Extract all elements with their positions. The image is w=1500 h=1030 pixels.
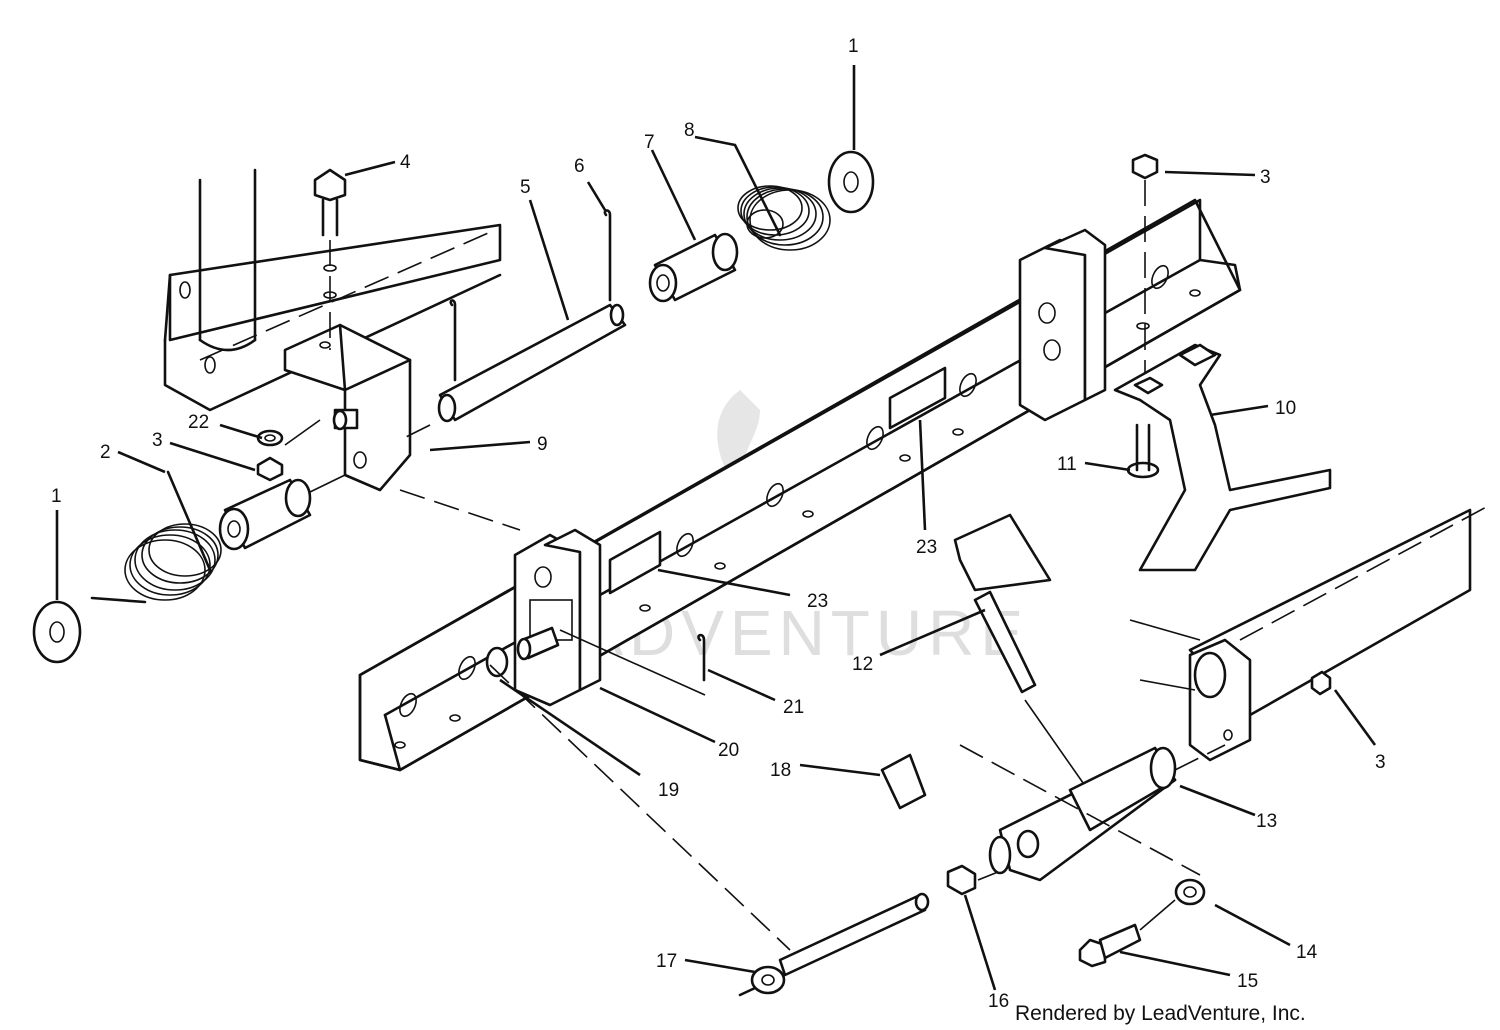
washer-1-left [32, 600, 82, 664]
slot-23-right [888, 366, 947, 430]
callout-1-top: 1 [848, 36, 859, 57]
callout-13: 13 [1256, 811, 1277, 832]
spring-8 [733, 143, 831, 251]
callout-9: 9 [537, 434, 548, 455]
render-credit: Rendered by LeadVenture, Inc. [1015, 1002, 1306, 1025]
adjustment-rod-17 [399, 489, 930, 997]
callout-20: 20 [718, 740, 739, 761]
callout-15: 15 [1237, 971, 1258, 992]
callout-2: 2 [100, 442, 111, 463]
bolt-11 [1126, 423, 1160, 479]
callout-18: 18 [770, 760, 791, 781]
nut-3-right [1310, 670, 1332, 696]
callout-3-right: 3 [1375, 752, 1386, 773]
callout-7: 7 [644, 132, 655, 153]
washer-1-top [827, 150, 875, 214]
callout-8: 8 [684, 120, 695, 141]
callout-16: 16 [988, 991, 1009, 1012]
washer-22-nut-3 [256, 419, 321, 482]
bushing-left [218, 474, 346, 551]
lower-right-frame [1129, 504, 1491, 762]
callout-23-right: 23 [916, 537, 937, 558]
cotter-pins [449, 209, 706, 682]
bracket-9 [283, 323, 412, 492]
callout-4: 4 [400, 152, 411, 173]
main-channel-bar [358, 198, 1242, 772]
callout-22: 22 [188, 412, 209, 433]
slot-23-left [608, 530, 662, 595]
nut-16 [946, 864, 999, 896]
pivot-rod-5 [399, 303, 627, 441]
clevis-13 [959, 744, 1226, 882]
bushing-7 [648, 232, 739, 303]
bolt-4 [313, 168, 347, 350]
bolt-15 [1078, 899, 1176, 968]
callout-3-top: 3 [1260, 167, 1271, 188]
callout-5: 5 [520, 177, 531, 198]
callout-14: 14 [1296, 942, 1318, 963]
bushing-18 [880, 753, 927, 810]
callout-12: 12 [852, 654, 873, 675]
right-bracket-plates [1018, 228, 1107, 422]
nut-3-top [1131, 153, 1159, 390]
pin-20-washer-19 [485, 626, 706, 696]
spring-2 [90, 470, 222, 604]
callout-labels: 1 1 2 3 3 3 4 5 6 7 8 9 10 11 12 13 14 1… [51, 36, 1386, 1012]
left-bracket-plates [513, 528, 602, 707]
callout-1-left: 1 [51, 486, 62, 507]
callout-19: 19 [658, 780, 679, 801]
callout-3-left: 3 [152, 430, 163, 451]
callout-6: 6 [574, 156, 585, 177]
leader-lines [55, 65, 1377, 991]
callout-21: 21 [783, 697, 804, 718]
callout-10: 10 [1275, 398, 1296, 419]
callout-23-left: 23 [807, 591, 828, 612]
callout-17: 17 [656, 951, 677, 972]
spacer-14 [1174, 878, 1206, 906]
pedal-10 [1113, 343, 1332, 572]
callout-11: 11 [1057, 454, 1077, 475]
